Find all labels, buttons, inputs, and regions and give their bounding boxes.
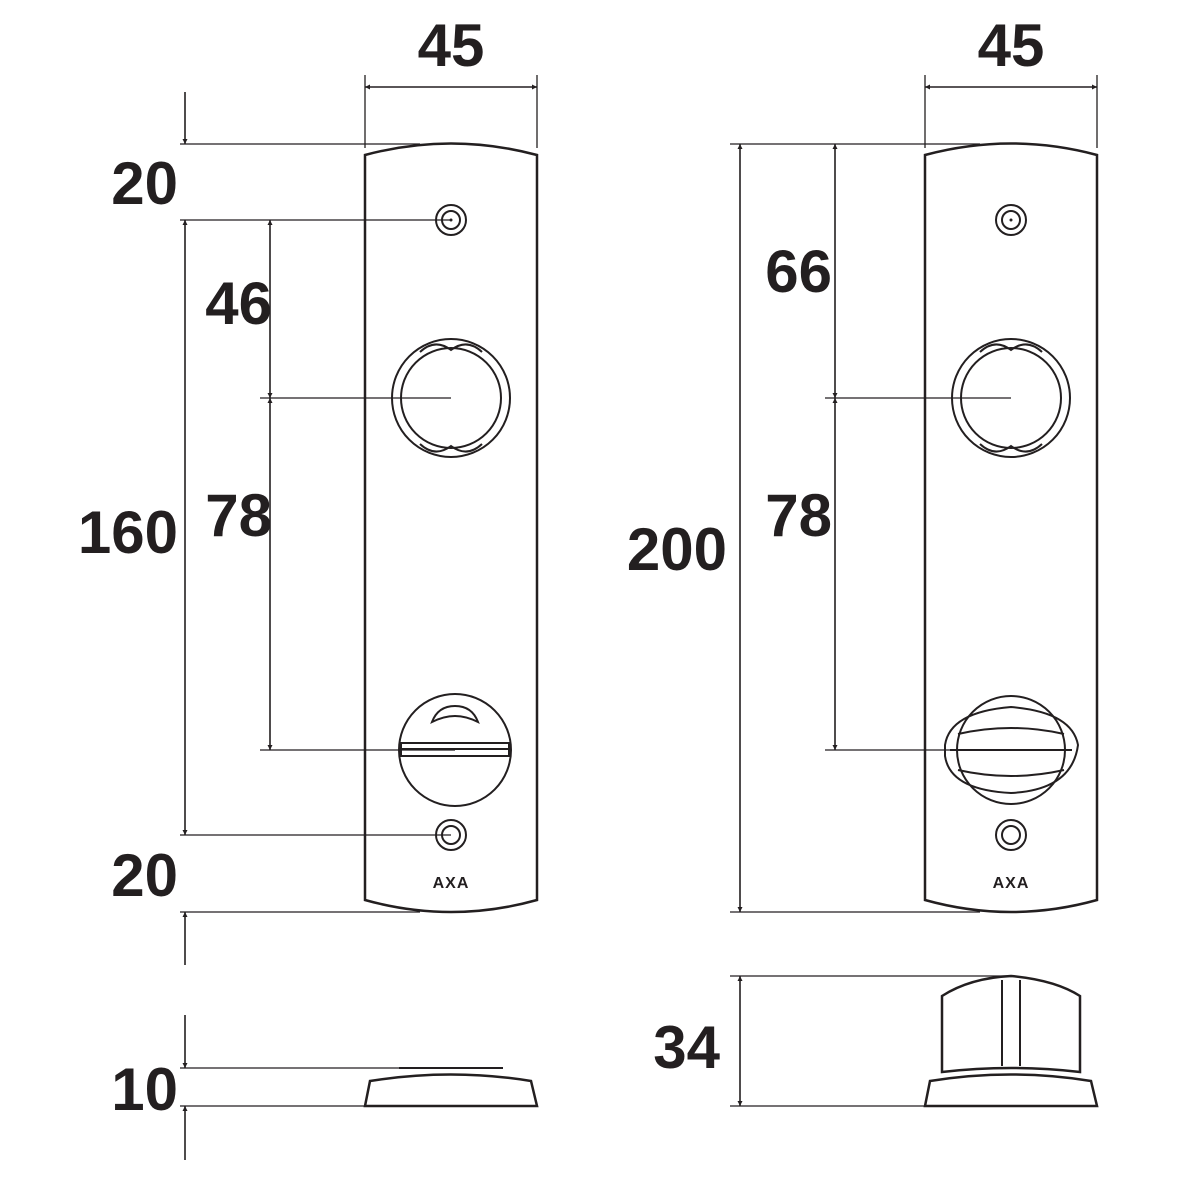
- right-cylinder-to-turn-label: 78: [765, 482, 832, 549]
- left-screw-spacing-label: 160: [78, 499, 178, 566]
- right-top-screw-hole: [995, 204, 1027, 236]
- left-dimension-lines: [182, 84, 537, 965]
- left-plate-profile: [363, 1073, 539, 1108]
- right-front-view: AXA 45 66 200 78: [627, 12, 1099, 914]
- right-plate-profile: [923, 1073, 1099, 1108]
- right-knob-height-label: 34: [653, 1014, 720, 1081]
- left-escutcheon-plate: [363, 142, 539, 914]
- right-top-to-cylinder-label: 66: [765, 238, 832, 305]
- right-width-label: 45: [978, 12, 1045, 79]
- right-dimension-lines: [737, 84, 1097, 912]
- left-side-view: 10: [111, 1015, 539, 1160]
- left-thickness-label: 10: [111, 1056, 178, 1123]
- left-axa-logo: AXA: [433, 875, 470, 892]
- left-top-offset-label: 20: [111, 150, 178, 217]
- left-cylinder-to-turn-label: 78: [205, 482, 272, 549]
- right-escutcheon-plate: [923, 142, 1099, 914]
- left-bottom-offset-label: 20: [111, 842, 178, 909]
- left-width-label: 45: [418, 12, 485, 79]
- left-screw-to-cylinder-label: 46: [205, 270, 272, 337]
- left-front-view: AXA 45 20 46 160 78 20: [78, 12, 539, 965]
- right-side-view: 34: [653, 974, 1099, 1108]
- right-axa-logo: AXA: [993, 875, 1030, 892]
- right-knob-profile: [940, 974, 1082, 1074]
- right-total-height-label: 200: [627, 516, 727, 583]
- right-extension-lines: [730, 75, 1098, 913]
- right-bottom-screw-hole: [995, 819, 1027, 851]
